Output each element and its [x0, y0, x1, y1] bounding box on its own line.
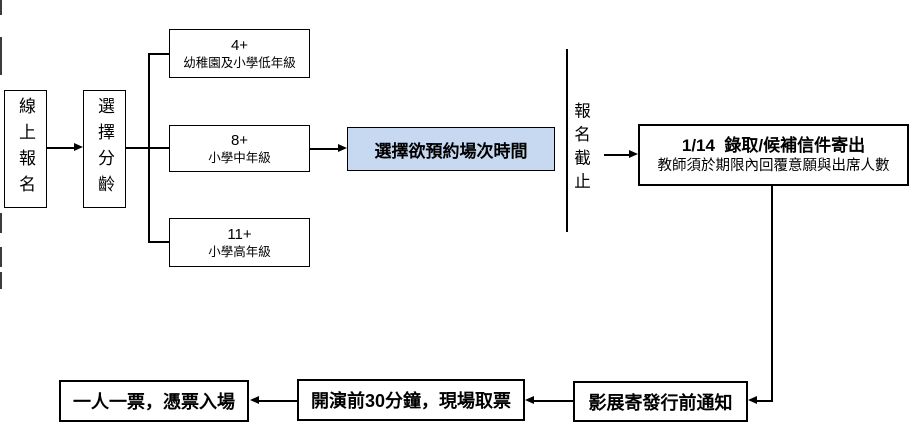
node-choose-age-label: 選擇分齡: [95, 97, 114, 201]
age-8plus-label: 8+: [230, 131, 249, 149]
arrow-right-icon: [629, 150, 638, 158]
node-age-4plus: 4+ 幼稚園及小學低年級: [169, 29, 310, 78]
connector-line: [604, 154, 631, 156]
connector-line: [771, 186, 773, 401]
node-onsite-pickup: 開演前30分鐘，現場取票: [297, 379, 525, 421]
node-age-8plus: 8+ 小學中年級: [169, 125, 310, 172]
node-acceptance-mail: 1/14 錄取/候補信件寄出 教師須於期限內回覆意願與出席人數: [638, 124, 909, 186]
page-edge-dash: [0, 37, 2, 75]
pre-release-notice-label: 影展寄發行前通知: [588, 392, 733, 413]
age-4plus-desc: 幼稚園及小學低年級: [183, 56, 296, 71]
arrow-left-icon: [525, 396, 534, 404]
page-edge-dash: [0, 272, 2, 289]
connector-line: [533, 400, 573, 402]
one-ticket-label: 一人一票，憑票入場: [73, 392, 235, 412]
connector-line: [310, 148, 339, 150]
node-online-registration: 線上報名: [4, 90, 47, 208]
branch-line: [148, 241, 169, 243]
branch-line: [148, 53, 169, 55]
arrow-right-icon: [74, 143, 83, 151]
node-online-registration-label: 線上報名: [16, 97, 35, 201]
arrow-left-icon: [250, 396, 259, 404]
age-11plus-desc: 小學高年級: [208, 245, 271, 260]
node-choose-age: 選擇分齡: [83, 90, 126, 208]
age-4plus-label: 4+: [230, 36, 249, 54]
age-8plus-desc: 小學中年級: [208, 151, 271, 166]
node-select-session-label: 選擇欲預約場次時間: [374, 141, 528, 161]
node-select-session: 選擇欲預約場次時間: [347, 127, 555, 171]
deadline-divider-line: [566, 49, 568, 232]
age-11plus-label: 11+: [227, 225, 252, 243]
acceptance-mail-title: 1/14 錄取/候補信件寄出: [681, 135, 866, 155]
arrow-left-icon: [748, 396, 757, 404]
page-edge-dash: [0, 0, 2, 15]
branch-line: [126, 147, 169, 149]
page-edge-dash: [0, 247, 2, 267]
onsite-pickup-label: 開演前30分鐘，現場取票: [310, 391, 512, 411]
arrow-right-icon: [338, 144, 347, 152]
connector-line: [47, 147, 76, 149]
node-one-ticket: 一人一票，憑票入場: [59, 380, 249, 422]
node-pre-release-notice: 影展寄發行前通知: [573, 381, 748, 422]
page-edge-dash: [0, 213, 2, 233]
acceptance-mail-subtitle: 教師須於期限內回覆意願與出席人數: [657, 157, 890, 174]
connector-line: [259, 400, 297, 402]
registration-deadline-label: 報名截止: [571, 102, 590, 196]
connector-line: [755, 400, 773, 402]
branch-trunk-line: [148, 53, 150, 242]
node-age-11plus: 11+ 小學高年級: [169, 218, 310, 267]
